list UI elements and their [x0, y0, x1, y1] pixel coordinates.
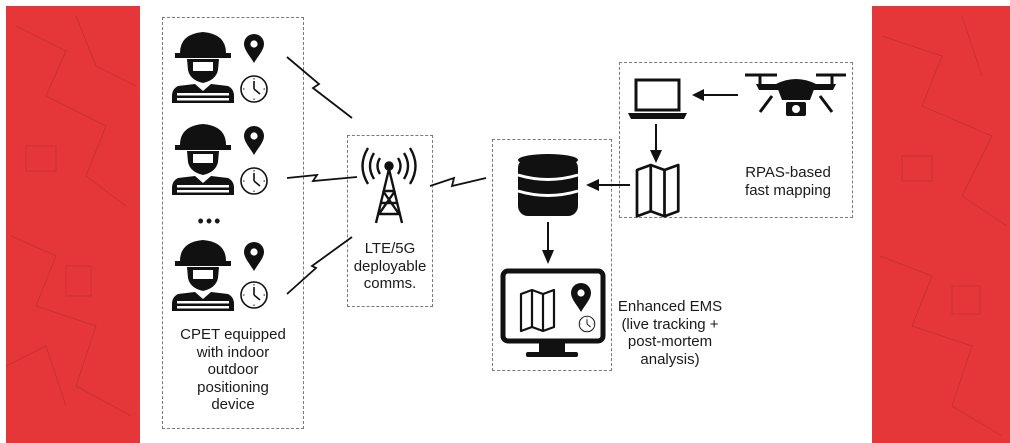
arrow-icon	[650, 124, 662, 163]
crew-label-line: device	[211, 396, 255, 413]
location-pin-icon	[244, 34, 264, 63]
comms-group-box	[347, 135, 433, 307]
right-decorative-panel	[872, 6, 1010, 443]
arrow-icon	[586, 179, 630, 191]
crew-label-line: with indoor	[196, 343, 270, 361]
crew-group-box	[162, 17, 304, 429]
left-decorative-panel	[6, 6, 140, 443]
clock-icon	[578, 315, 596, 333]
comms-label-line: comms.	[363, 275, 417, 292]
crew-ellipsis: •••	[197, 211, 223, 231]
crew-label-line: positioning	[197, 378, 269, 396]
rpas-label: RPAS-based fast mapping	[732, 164, 844, 199]
location-pin-icon	[244, 242, 264, 271]
comms-label: LTE/5G deployable comms.	[347, 240, 433, 293]
drone-icon	[745, 73, 846, 113]
comms-label-line: deployable	[353, 257, 427, 275]
map-texture-right	[879, 15, 1008, 437]
firefighter-icon	[172, 124, 234, 195]
location-pin-icon	[244, 126, 264, 155]
comms-label-line: LTE/5G	[364, 240, 416, 257]
firefighter-icon	[172, 240, 234, 311]
clock-icon	[240, 281, 268, 309]
map-icon	[635, 163, 680, 218]
ems-group-box	[492, 139, 612, 371]
lightning-link-icon	[286, 56, 487, 295]
ems-label: Enhanced EMS (live tracking + post-morte…	[611, 298, 729, 368]
rpas-group-box	[619, 62, 853, 218]
map-texture-left	[6, 15, 137, 417]
ems-label-line: (live tracking +	[621, 315, 719, 333]
database-icon	[517, 154, 579, 216]
rpas-label-line: fast mapping	[745, 181, 831, 199]
crew-label: CPET equipped with indoor outdoor positi…	[160, 326, 306, 414]
clock-icon	[240, 167, 268, 195]
ems-label-line: analysis)	[640, 350, 700, 368]
camera-icon	[786, 102, 806, 116]
crew-label-line: CPET equipped	[180, 326, 286, 343]
clock-icon	[240, 75, 268, 103]
laptop-icon	[628, 78, 687, 119]
rpas-label-line: RPAS-based	[745, 164, 831, 181]
arrow-icon	[542, 222, 554, 264]
cell-tower-icon	[361, 147, 417, 224]
firefighter-icon	[172, 32, 234, 103]
top-margin	[0, 0, 1010, 6]
map-icon	[519, 288, 556, 333]
ems-label-line: Enhanced EMS	[617, 298, 723, 315]
arrow-icon	[692, 89, 738, 101]
ems-label-line: post-mortem	[627, 333, 713, 350]
crew-label-line: outdoor	[207, 361, 259, 378]
